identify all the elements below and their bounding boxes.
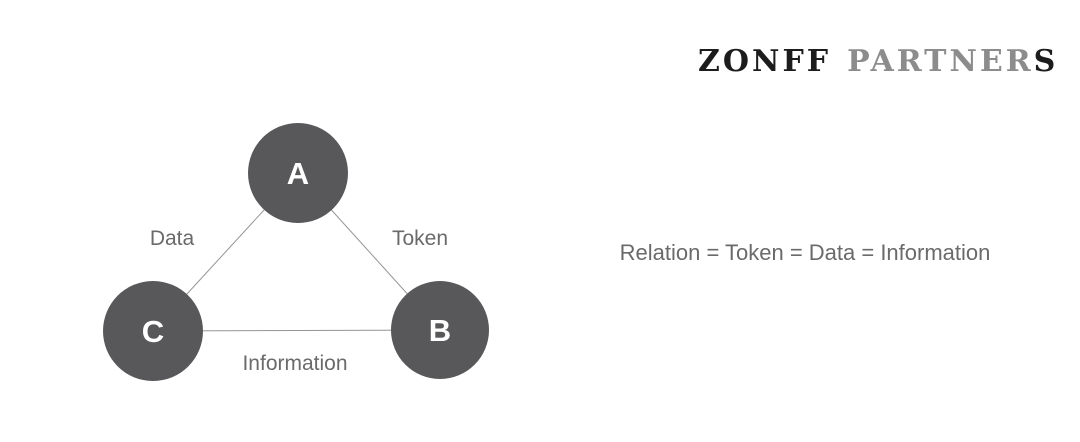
node-b-label: B: [429, 313, 451, 348]
logo-text-secondary: PARTNER: [847, 44, 1034, 79]
node-a-label: A: [287, 156, 309, 191]
node-a-circle: [248, 123, 348, 223]
logo-text-suffix: S: [1033, 44, 1059, 79]
logo-text-primary: ZONFF: [698, 44, 832, 79]
node-b-circle: [391, 281, 489, 379]
node-c-label: C: [142, 314, 164, 349]
edge-label-token: Token: [392, 227, 448, 250]
edge-label-information: Information: [242, 352, 347, 375]
zonff-partners-logo: ZONFF PARTNERS: [698, 47, 1058, 77]
edge-label-data: Data: [150, 227, 195, 250]
equation-text: Relation = Token = Data = Information: [619, 240, 991, 265]
node-c-circle: [103, 281, 203, 381]
